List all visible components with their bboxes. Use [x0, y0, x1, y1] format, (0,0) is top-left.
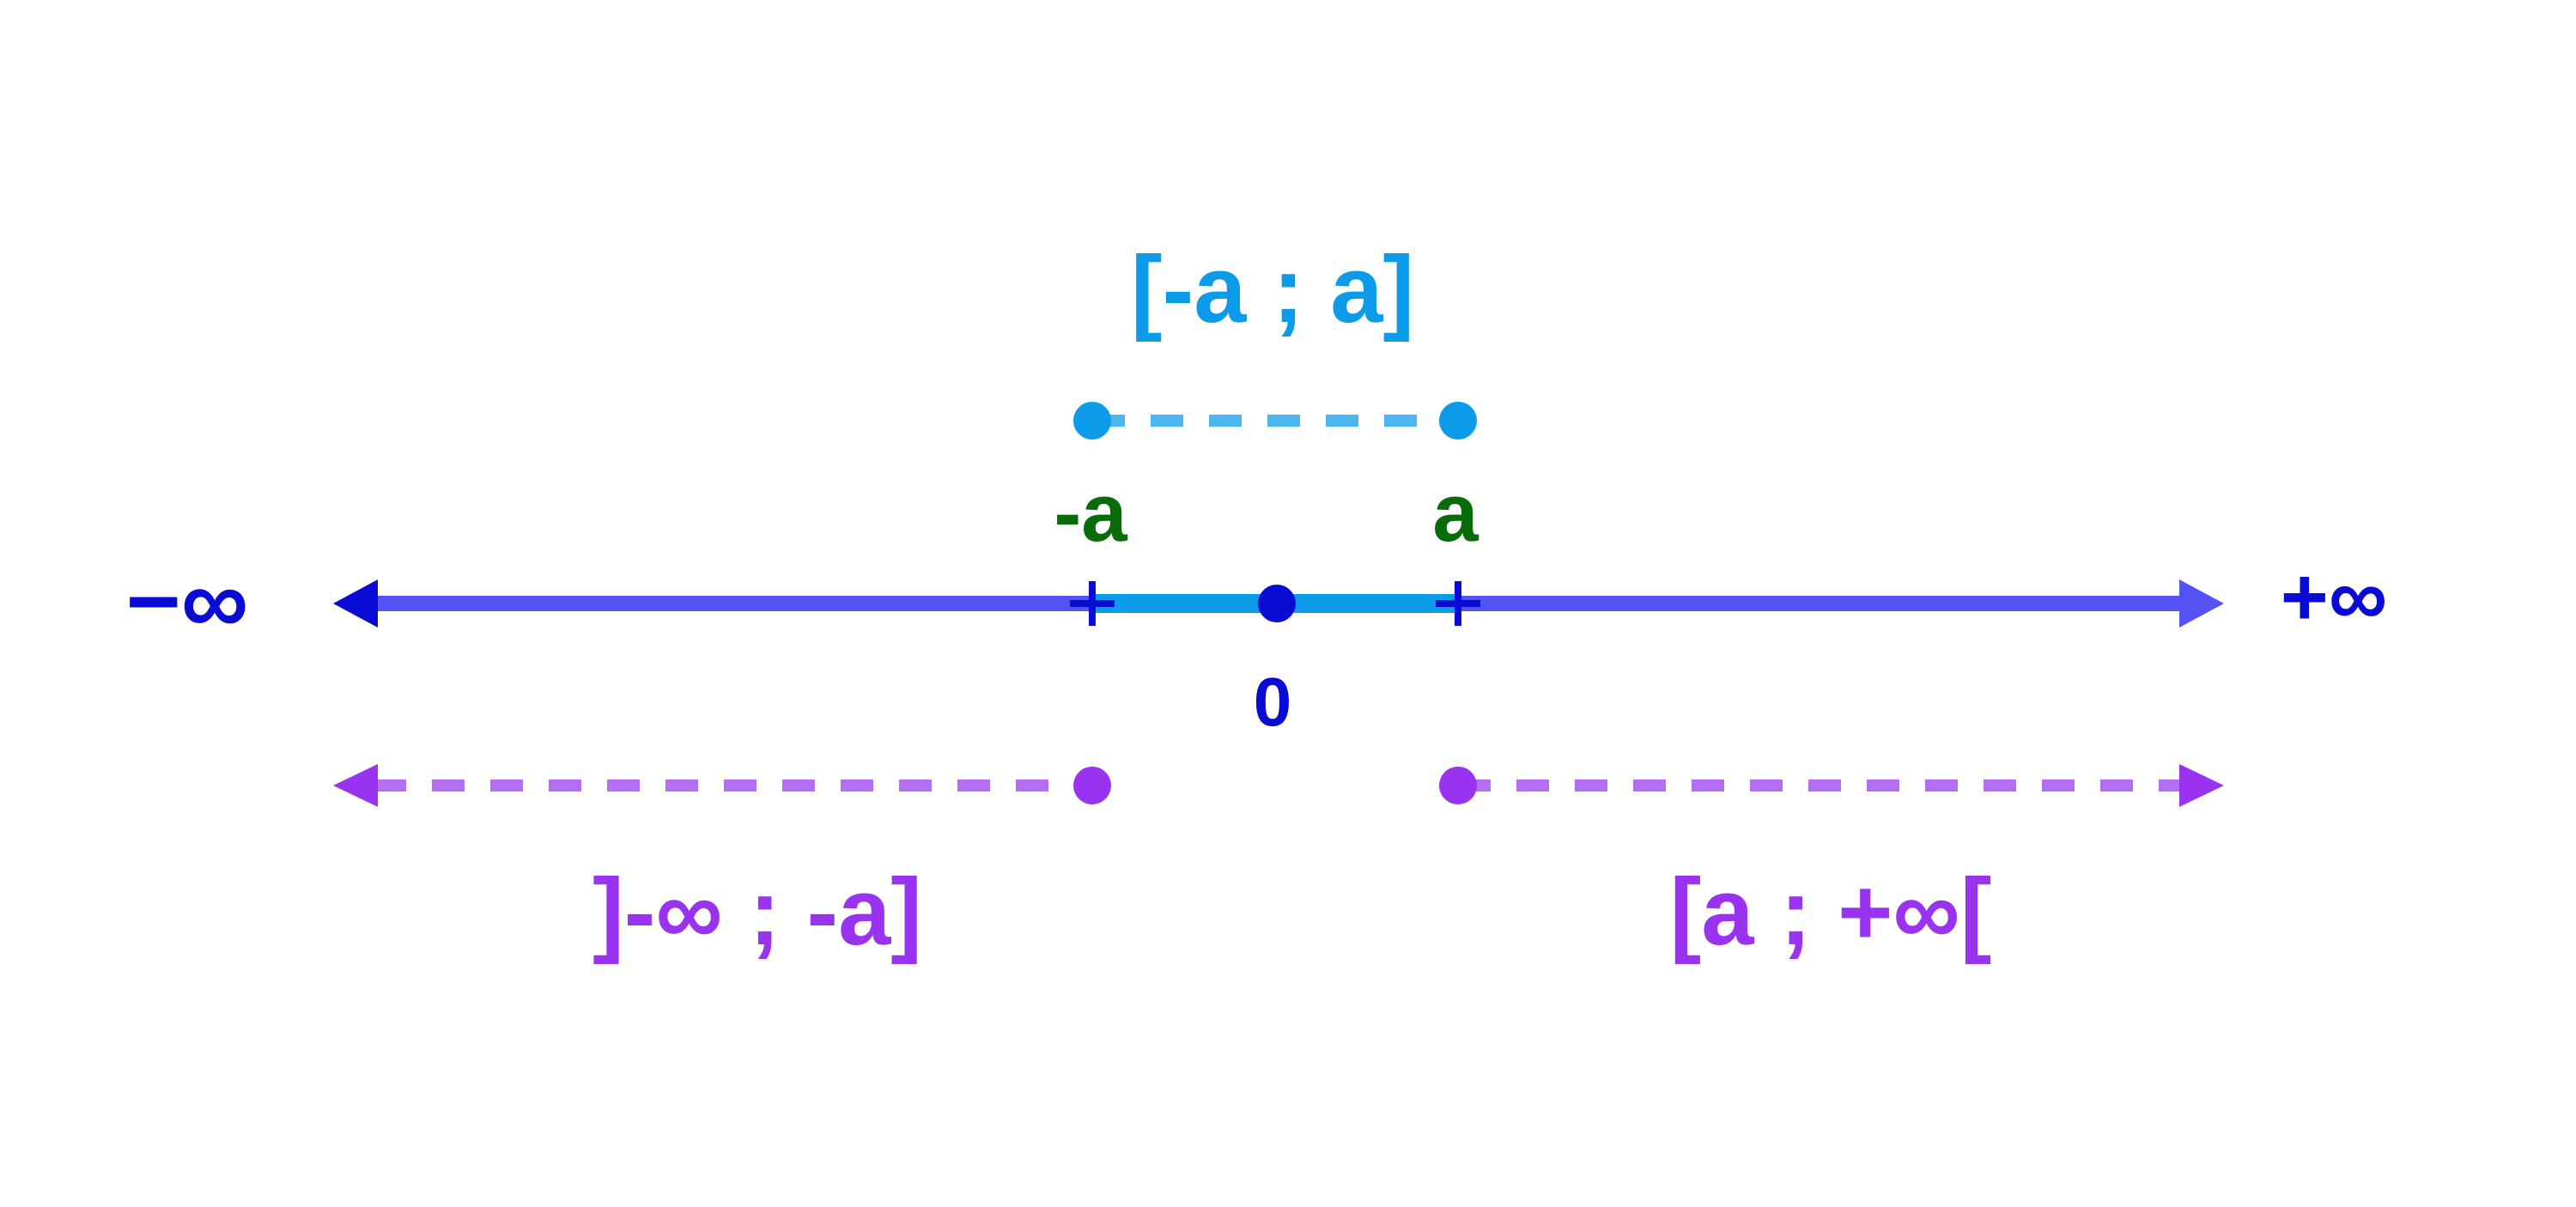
tick-neg-a	[1070, 581, 1115, 626]
right-ray-endpoint	[1439, 767, 1477, 804]
left-ray-interval: ]-∞ ; -a]	[333, 764, 1111, 965]
left-ray-arrowhead	[333, 764, 378, 807]
pos-infinity-label: +∞	[2281, 551, 2388, 643]
axis-left-arrowhead	[333, 579, 378, 628]
left-ray-endpoint	[1073, 767, 1111, 804]
right-ray-interval: [a ; +∞[	[1439, 764, 2224, 965]
neg-a-label: -a	[1054, 467, 1127, 559]
left-ray-label: ]-∞ ; -a]	[592, 859, 922, 965]
zero-label: 0	[1254, 664, 1292, 740]
a-label: a	[1432, 467, 1479, 559]
origin-point	[1258, 585, 1296, 622]
tick-a	[1436, 581, 1480, 626]
axis-right-arrowhead	[2179, 579, 2224, 628]
middle-interval-label: [-a ; a]	[1131, 237, 1414, 343]
number-line-axis	[333, 579, 2224, 628]
middle-interval: [-a ; a]	[1073, 237, 1477, 440]
neg-infinity-label: −∞	[126, 549, 249, 654]
middle-interval-left-endpoint	[1073, 402, 1111, 440]
right-ray-label: [a ; +∞[	[1670, 859, 1992, 965]
right-ray-arrowhead	[2179, 764, 2224, 807]
middle-interval-right-endpoint	[1439, 402, 1477, 440]
